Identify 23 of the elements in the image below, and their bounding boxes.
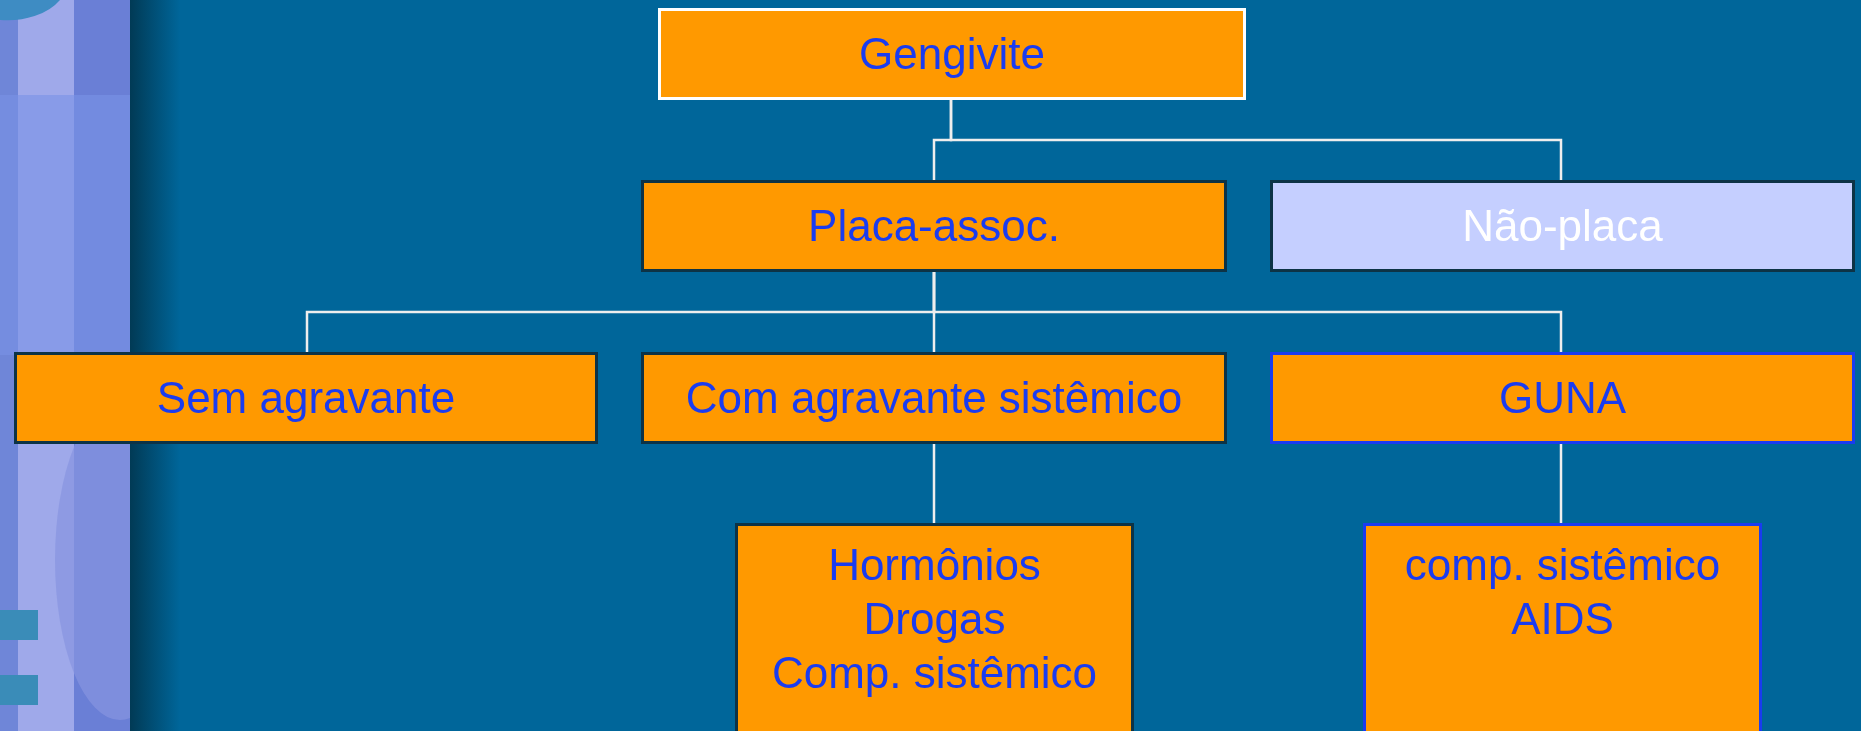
category-box: [641, 180, 1227, 272]
box-label: Placa-assoc.: [808, 200, 1060, 252]
connector-line: [932, 272, 1563, 352]
box-label: Hormônios: [828, 539, 1041, 591]
category-box: [658, 8, 1246, 100]
connector-line: [949, 100, 1563, 180]
box-label: comp. sistêmico: [1404, 539, 1721, 591]
box-label: Não-placa: [1462, 200, 1663, 252]
box-label: Drogas: [863, 593, 1006, 645]
category-box: [1270, 180, 1855, 272]
category-box: [641, 352, 1227, 444]
box-label: Comp. sistêmico: [771, 647, 1098, 699]
connector-line: [1559, 444, 1563, 523]
category-box: [735, 523, 1134, 731]
box-label: AIDS: [1511, 593, 1614, 645]
category-box: [1363, 523, 1762, 731]
category-box: [14, 352, 598, 444]
box-label: Gengivite: [859, 28, 1045, 80]
box-label: Com agravante sistêmico: [685, 372, 1183, 424]
box-label: GUNA: [1498, 372, 1627, 424]
category-box: [1270, 352, 1855, 444]
box-label: Sem agravante: [156, 372, 456, 424]
connector-line: [932, 444, 936, 523]
